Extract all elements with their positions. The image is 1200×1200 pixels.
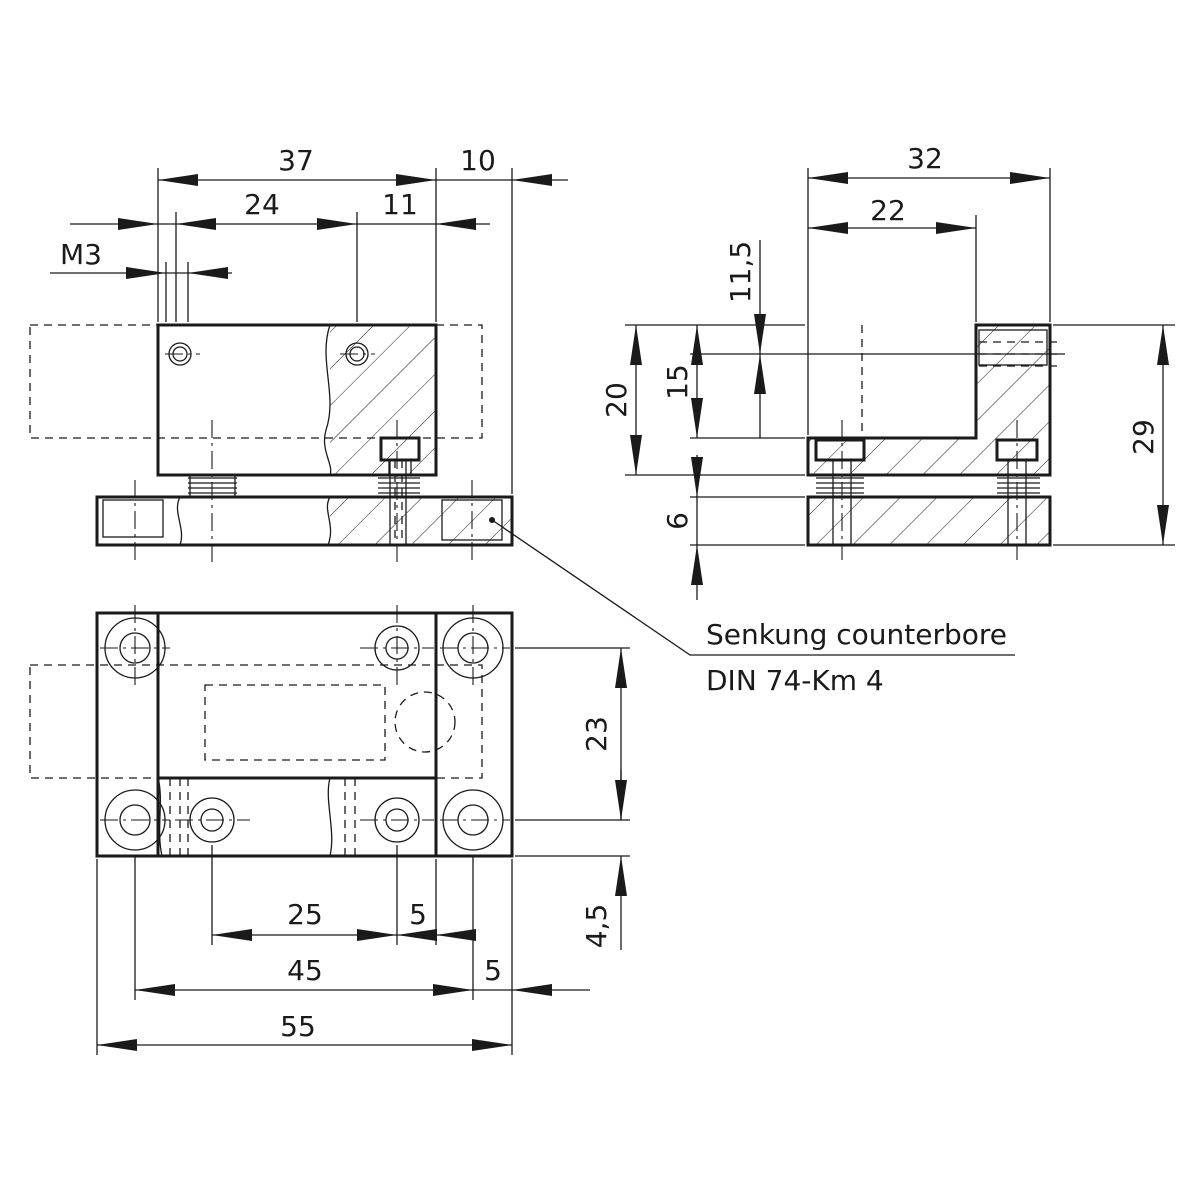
dim-37-label: 37 [278,144,314,177]
counterbore-left [102,499,164,538]
dim-4-5-label: 4,5 [580,904,613,949]
dim-20-label: 20 [600,382,633,418]
dim-29-label: 29 [1127,419,1160,455]
top-dimensions: 23 4,5 25 5 45 5 55 [96,647,630,1055]
front-spring-right [378,477,420,494]
side-dimensions: 32 22 11,5 20 15 6 29 [600,142,1175,600]
dim-45-label: 45 [287,954,323,987]
counterbore-callout: Senkung counterbore DIN 74-Km 4 [491,519,1015,697]
dim-23-label: 23 [580,716,613,752]
front-break-line [323,324,332,476]
dim-5-upper-label: 5 [409,898,427,931]
dim-5-lower-label: 5 [484,954,502,987]
top-base-outline [95,611,514,858]
callout-line-1: Senkung counterbore [706,618,1007,651]
dim-15-label: 15 [661,364,694,400]
front-view [29,323,514,565]
dim-24-label: 24 [244,188,280,221]
dim-32-label: 32 [907,142,943,175]
front-dimensions: 37 10 24 11 M3 [50,144,568,494]
top-view [29,605,514,858]
dim-55-label: 55 [280,1010,316,1043]
dim-11-5-label: 11,5 [724,241,757,303]
front-screw-shank [389,459,407,546]
side-view [806,323,1060,560]
dim-25-label: 25 [287,898,323,931]
callout-line-2: DIN 74-Km 4 [706,664,884,697]
dim-10-label: 10 [460,144,496,177]
thread-m3-label: M3 [60,238,102,271]
dim-11-label: 11 [382,188,418,221]
dim-22-label: 22 [870,194,906,227]
dim-6-label: 6 [661,512,694,530]
